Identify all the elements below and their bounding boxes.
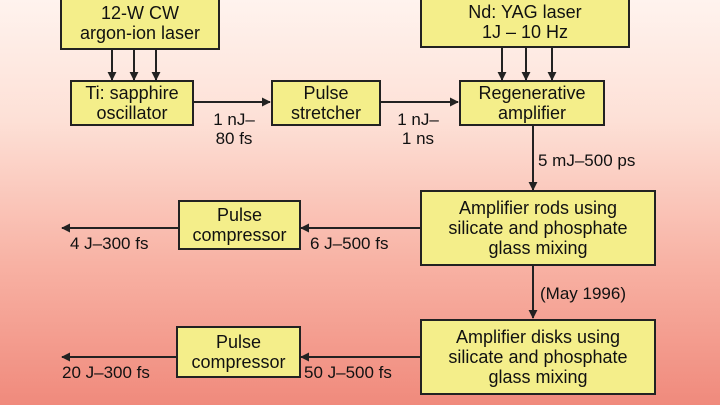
oscillator-box: Ti: sapphire oscillator	[70, 80, 194, 126]
stretcher-line-1: Pulse	[303, 83, 349, 103]
amp-disks-line-2: silicate and phosphate	[448, 347, 628, 367]
label-stretch-out: 1 nJ– 1 ns	[386, 110, 450, 148]
amp-disks-line-1: Amplifier disks using	[455, 327, 621, 347]
compressor-1-box: Pulse compressor	[178, 200, 301, 250]
regen-amp-box: Regenerative amplifier	[459, 80, 605, 126]
argon-laser-line-1: 12-W CW	[101, 3, 179, 23]
label-osc-out-line-1: 1 nJ–	[213, 110, 255, 129]
label-comp1-out: 4 J–300 fs	[70, 234, 149, 253]
label-rods-out: 6 J–500 fs	[310, 234, 389, 253]
regen-amp-line-1: Regenerative	[478, 83, 586, 103]
regen-amp-line-2: amplifier	[497, 103, 567, 123]
amp-rods-line-3: glass mixing	[488, 238, 588, 258]
amp-disks-line-3: glass mixing	[488, 367, 588, 387]
compressor-1-line-1: Pulse	[216, 205, 263, 225]
argon-laser-line-2: argon-ion laser	[79, 23, 201, 43]
label-disks-out: 50 J–500 fs	[304, 363, 392, 382]
oscillator-line-1: Ti: sapphire	[85, 83, 179, 103]
compressor-2-box: Pulse compressor	[176, 326, 301, 378]
yag-laser-line-1: Nd: YAG laser	[468, 2, 582, 22]
yag-laser-line-2: 1J – 10 Hz	[481, 22, 569, 42]
amp-rods-box: Amplifier rods using silicate and phosph…	[420, 190, 656, 266]
yag-laser-box: Nd: YAG laser 1J – 10 Hz	[420, 0, 630, 48]
label-date: (May 1996)	[540, 284, 626, 303]
amp-rods-line-2: silicate and phosphate	[448, 218, 628, 238]
compressor-2-line-1: Pulse	[215, 332, 262, 352]
amp-rods-line-1: Amplifier rods using	[458, 198, 618, 218]
stretcher-box: Pulse stretcher	[271, 80, 381, 126]
argon-laser-box: 12-W CW argon-ion laser	[60, 0, 220, 50]
label-stretch-out-line-1: 1 nJ–	[397, 110, 439, 129]
amp-disks-box: Amplifier disks using silicate and phosp…	[420, 319, 656, 395]
label-regen-out: 5 mJ–500 ps	[538, 151, 636, 170]
stretcher-line-2: stretcher	[290, 103, 362, 123]
label-osc-out-line-2: 80 fs	[215, 129, 253, 148]
label-stretch-out-line-2: 1 ns	[401, 129, 435, 148]
label-osc-out: 1 nJ– 80 fs	[198, 110, 270, 148]
oscillator-line-2: oscillator	[96, 103, 168, 123]
compressor-2-line-2: compressor	[191, 352, 286, 372]
compressor-1-line-2: compressor	[192, 225, 287, 245]
label-comp2-out: 20 J–300 fs	[62, 363, 150, 382]
